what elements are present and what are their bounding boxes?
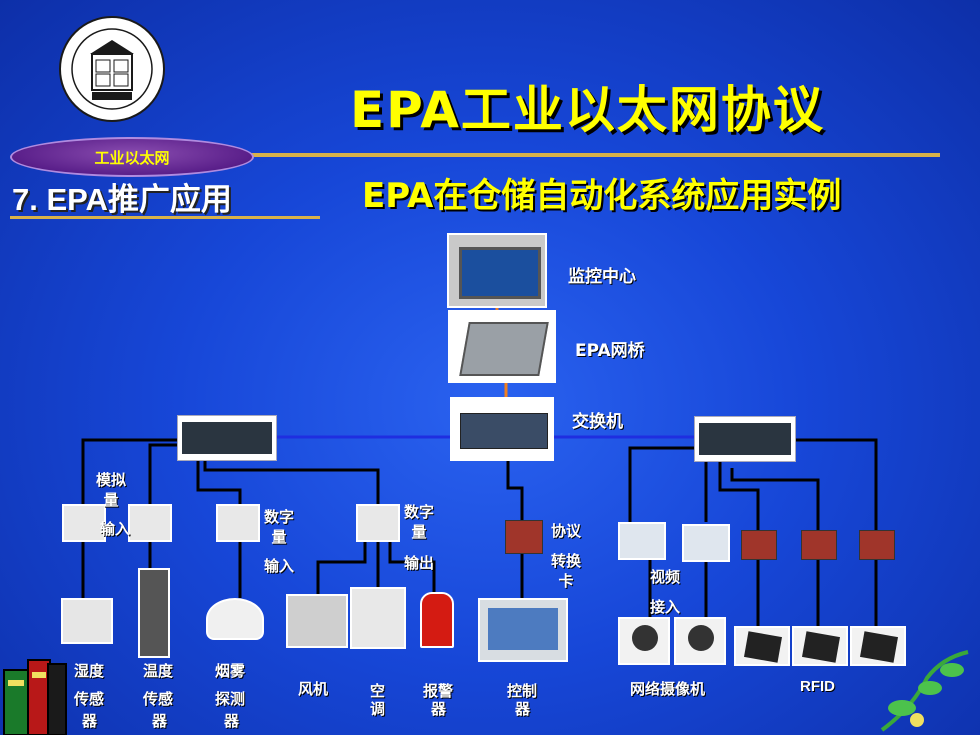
digital-input-label: 输入 xyxy=(264,557,295,575)
rfid-card-3 xyxy=(859,530,895,560)
io-module-analog-2 xyxy=(128,504,172,542)
smoke-detector-image xyxy=(206,598,264,640)
digital-out-label: 数字 量 xyxy=(404,503,435,541)
air-conditioner-image xyxy=(350,587,406,649)
controller-label-1: 控制 xyxy=(507,682,538,700)
left-field-switch xyxy=(177,415,277,461)
rfid-card-1 xyxy=(741,530,777,560)
io-module-analog-1 xyxy=(62,504,106,542)
analog-label: 模拟 量 xyxy=(96,471,127,509)
alarm-image xyxy=(420,592,454,648)
rfid-reader-3 xyxy=(850,626,906,666)
humidity-label-2: 传感 xyxy=(74,690,105,708)
analog-input-label: 输入 xyxy=(100,520,131,538)
section-heading: 7. EPA推广应用 xyxy=(12,182,232,217)
video-encoder-1 xyxy=(618,522,666,560)
video-encoder-2 xyxy=(682,524,730,562)
network-camera-2 xyxy=(674,617,726,665)
io-module-digital-out xyxy=(356,504,400,542)
humidity-label-3: 器 xyxy=(82,712,98,730)
main-switch-image xyxy=(450,397,554,461)
plant-decoration xyxy=(880,650,969,732)
page-subtitle: EPA在仓储自动化系统应用实例 xyxy=(362,176,842,216)
video-in-label: 接入 xyxy=(650,598,681,616)
smoke-label-3: 器 xyxy=(224,712,240,730)
temperature-label-3: 器 xyxy=(152,712,168,730)
protocol-converter-card xyxy=(505,520,543,554)
books-decoration xyxy=(3,659,67,735)
rfid-reader-1 xyxy=(734,626,790,666)
fan-image xyxy=(286,594,348,648)
digital-in-label: 数字 量 xyxy=(264,508,295,546)
temperature-label-1: 温度 xyxy=(143,662,174,680)
fan-label: 风机 xyxy=(298,680,329,698)
video-label: 视频 xyxy=(650,568,681,586)
monitor-center-image xyxy=(447,233,547,308)
epa-bridge-image xyxy=(448,310,556,383)
smoke-label-2: 探测 xyxy=(215,690,246,708)
rfid-card-2 xyxy=(801,530,837,560)
topic-tag: 工业以太网 xyxy=(10,137,254,177)
digital-output-label: 输出 xyxy=(404,554,435,572)
temperature-label-2: 传感 xyxy=(143,690,174,708)
rfid-reader-2 xyxy=(792,626,848,666)
temperature-sensor-image xyxy=(138,568,170,658)
section-rule xyxy=(10,216,320,219)
alarm-label-2: 器 xyxy=(431,700,447,718)
controller-label-2: 器 xyxy=(515,700,531,718)
humidity-sensor-image xyxy=(61,598,113,644)
university-logo xyxy=(59,16,165,122)
ac-label-1: 空 xyxy=(370,682,386,700)
converter-label: 转换 卡 xyxy=(551,552,582,590)
header-rule xyxy=(250,153,940,157)
rfid-label: RFID xyxy=(800,678,835,695)
epa-bridge-label: EPA网桥 xyxy=(575,341,645,361)
camera-label: 网络摄像机 xyxy=(630,680,706,698)
monitor-center-label: 监控中心 xyxy=(568,267,636,287)
io-module-digital-in xyxy=(216,504,260,542)
controller-image xyxy=(478,598,568,662)
protocol-label: 协议 xyxy=(551,522,582,540)
switch-label: 交换机 xyxy=(572,412,623,432)
right-field-switch xyxy=(694,416,796,462)
humidity-label-1: 湿度 xyxy=(74,662,105,680)
smoke-label-1: 烟雾 xyxy=(215,662,246,680)
alarm-label-1: 报警 xyxy=(423,682,454,700)
page-title: EPA工业以太网协议 xyxy=(350,81,825,139)
ac-label-2: 调 xyxy=(370,700,386,718)
network-camera-1 xyxy=(618,617,670,665)
